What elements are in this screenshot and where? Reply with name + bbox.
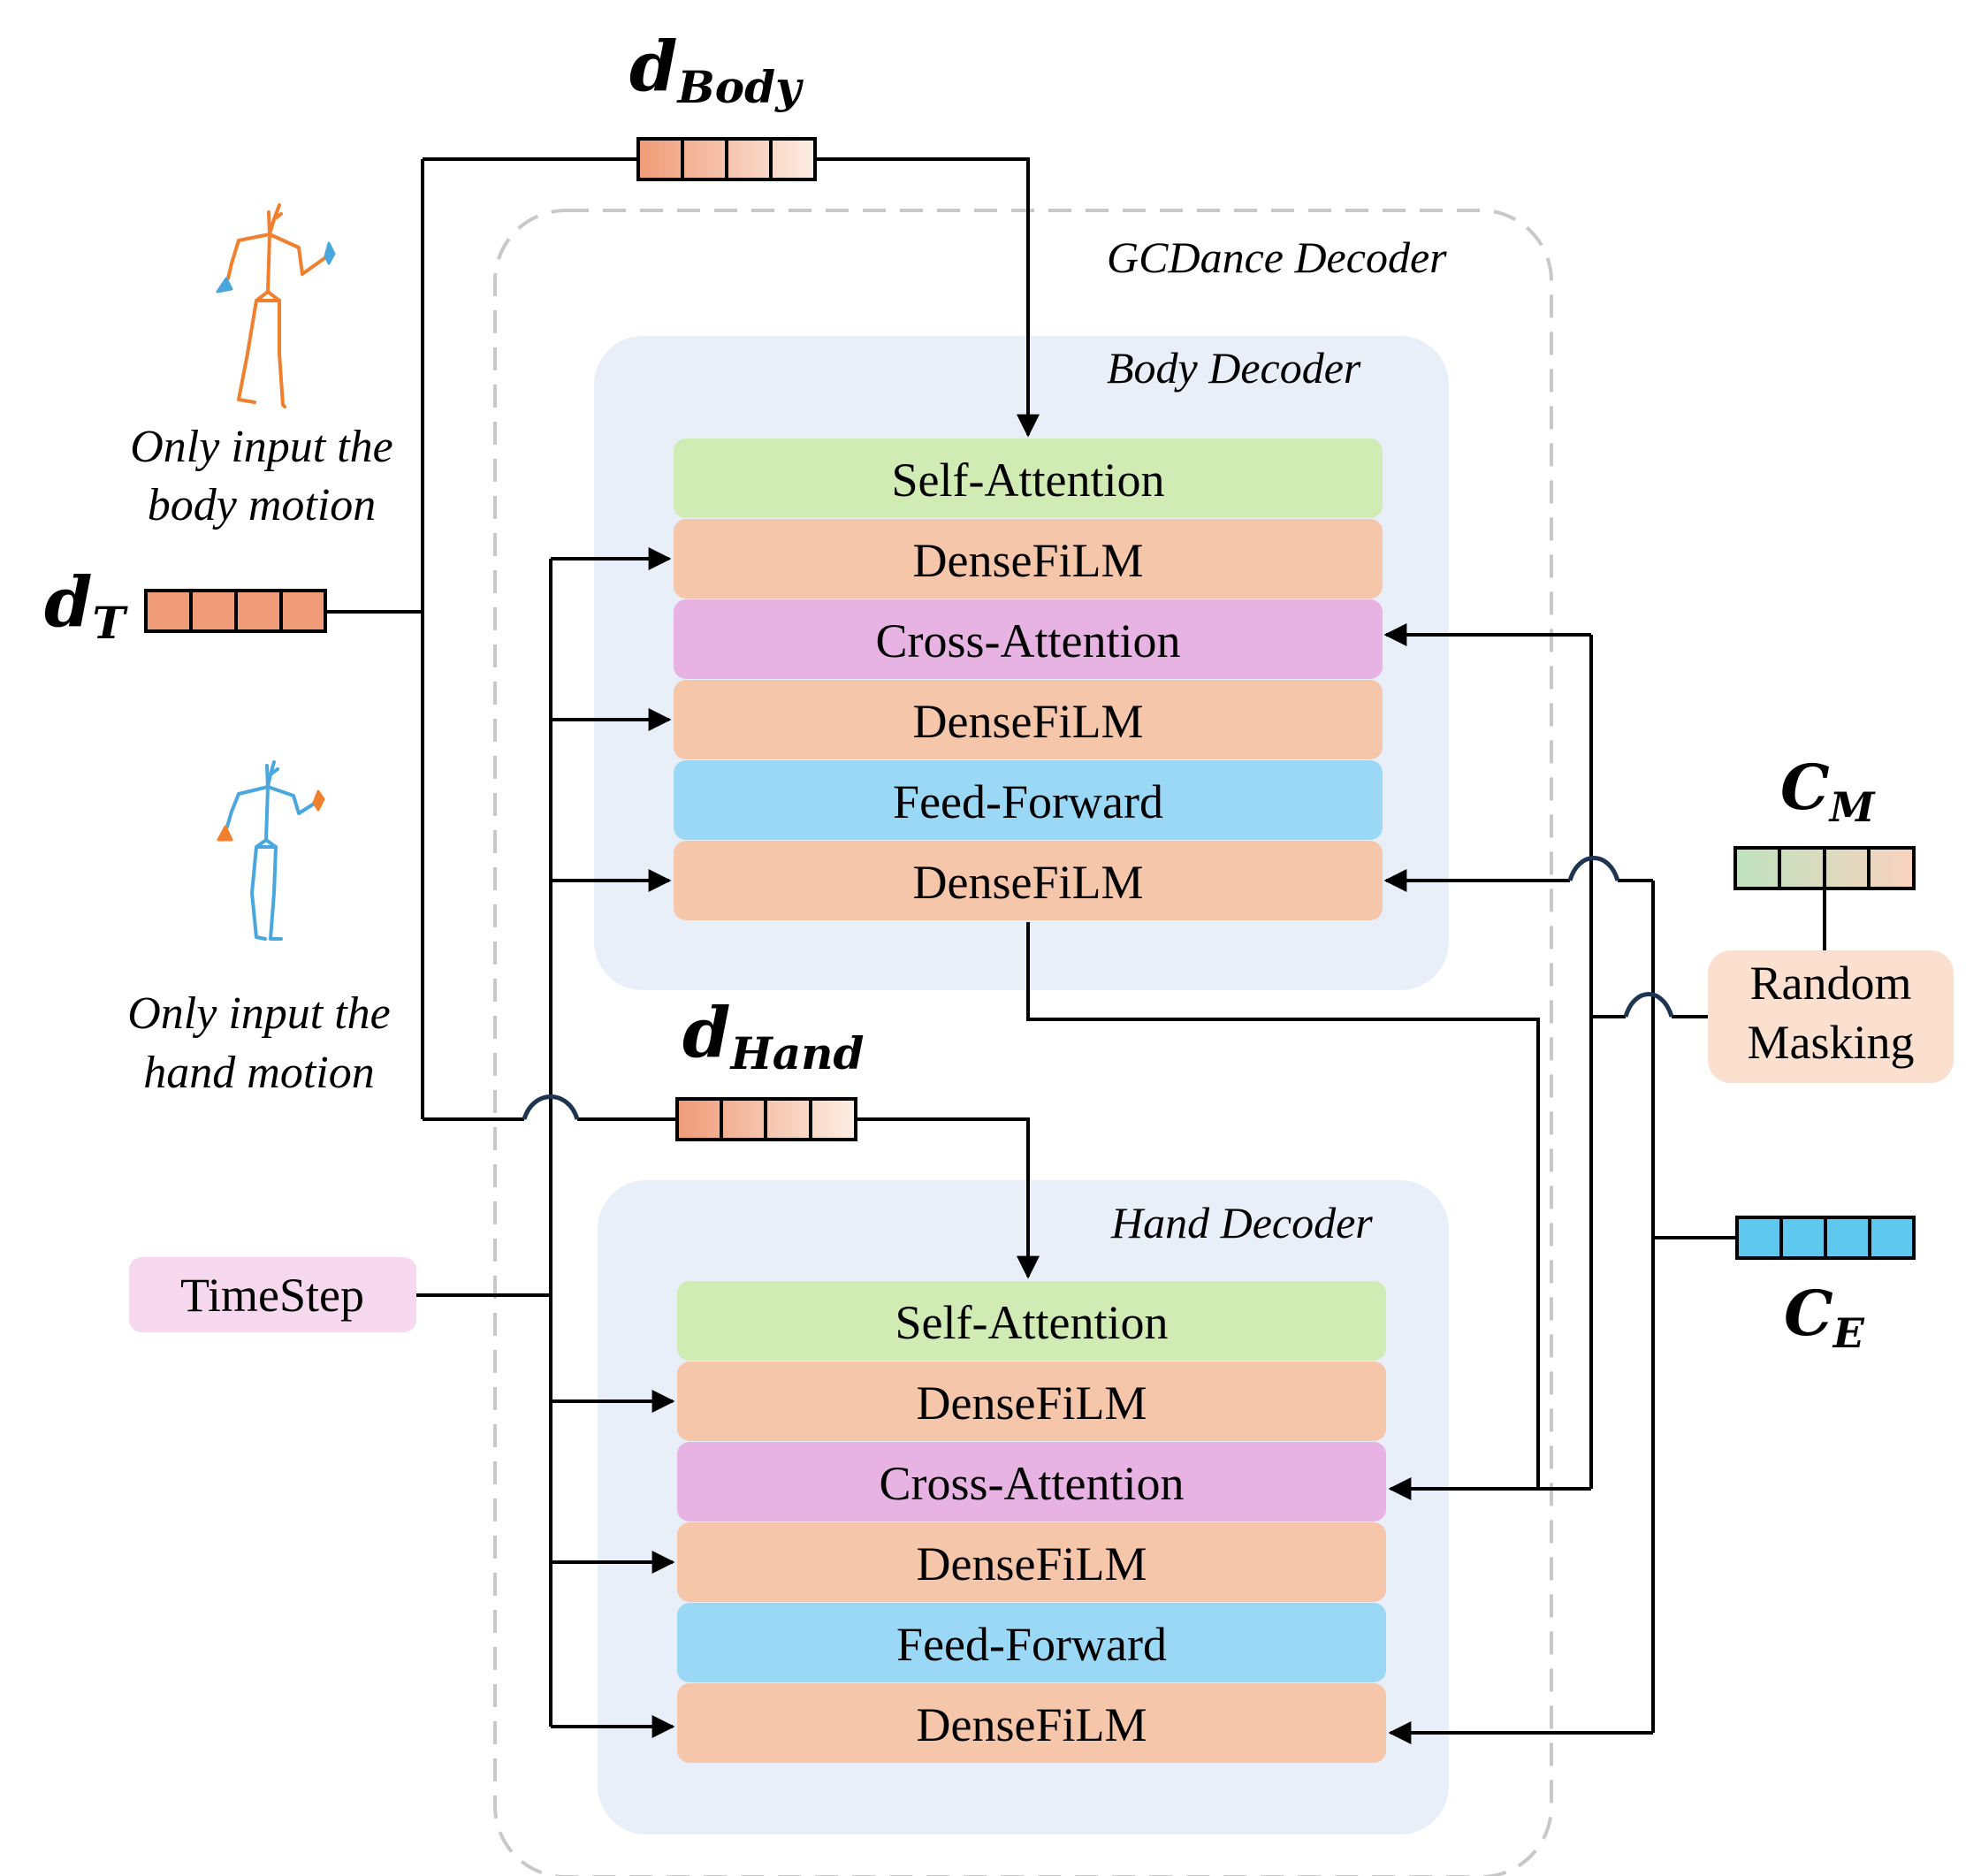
c-m-symbol: CM xyxy=(1780,751,1877,831)
body-feed-forward-label: Feed-Forward xyxy=(893,775,1163,828)
body-densefilm-layer-1 xyxy=(674,519,1383,599)
connectors xyxy=(325,157,1826,1744)
d-hand-symbol: dHand xyxy=(682,993,865,1079)
hand-decoder-label: Hand Decoder xyxy=(1110,1198,1373,1247)
d-body-vector xyxy=(636,137,817,181)
gcdance-decoder-frame xyxy=(493,209,1553,1876)
timestep-box xyxy=(129,1257,416,1332)
random-masking-label-line1: Random xyxy=(1750,957,1912,1010)
body-densefilm-label-1: DenseFiLM xyxy=(913,534,1144,587)
random-masking-box xyxy=(1708,950,1954,1083)
hand-densefilm-layer-3 xyxy=(677,1683,1386,1763)
body-caption-line2: body motion xyxy=(148,480,377,530)
hand-densefilm-label-3: DenseFiLM xyxy=(917,1698,1147,1751)
c-e-vector xyxy=(1735,1216,1916,1260)
crossing-curve-left xyxy=(522,1094,580,1120)
body-densefilm-layer-3 xyxy=(674,841,1383,920)
body-decoder-label: Body Decoder xyxy=(1107,343,1361,393)
gcdance-decoder-label: GCDance Decoder xyxy=(1107,233,1447,282)
hand-densefilm-label-1: DenseFiLM xyxy=(917,1376,1147,1430)
body-cross-attention-label: Cross-Attention xyxy=(876,614,1181,667)
hand-self-attention-layer xyxy=(677,1281,1386,1361)
hand-densefilm-layer-2 xyxy=(677,1522,1386,1602)
body-densefilm-label-3: DenseFiLM xyxy=(913,856,1144,909)
body-self-attention-layer xyxy=(674,438,1383,518)
d-t-symbol: dT xyxy=(44,562,129,649)
hand-feed-forward-layer xyxy=(677,1603,1386,1682)
body-feed-forward-layer xyxy=(674,760,1383,840)
body-motion-skeleton-icon xyxy=(216,203,336,408)
hand-densefilm-label-2: DenseFiLM xyxy=(917,1537,1147,1590)
timestep-label: TimeStep xyxy=(180,1269,364,1322)
body-caption-line1: Only input the xyxy=(130,422,393,472)
line-crossings xyxy=(522,856,1674,1120)
d-body-symbol: dBody xyxy=(629,27,804,113)
body-decoder-layers: Self-Attention DenseFiLM Cross-Attention… xyxy=(674,438,1383,920)
hand-densefilm-layer-1 xyxy=(677,1361,1386,1441)
random-masking-label-line2: Masking xyxy=(1748,1016,1915,1069)
hand-decoder-layers: Self-Attention DenseFiLM Cross-Attention… xyxy=(677,1281,1386,1763)
body-output-line xyxy=(1026,922,1540,1489)
hand-feed-forward-label: Feed-Forward xyxy=(896,1618,1167,1671)
body-densefilm-label-2: DenseFiLM xyxy=(913,695,1144,748)
hand-caption-line1: Only input the xyxy=(127,988,391,1039)
hand-cross-attention-layer xyxy=(677,1442,1386,1521)
dbody-to-body-decoder-line xyxy=(815,157,1040,438)
crossing-curve-masking xyxy=(1623,992,1674,1018)
body-densefilm-layer-2 xyxy=(674,680,1383,759)
dhand-to-hand-decoder-line xyxy=(856,1117,1040,1279)
c-e-symbol: CE xyxy=(1784,1277,1865,1357)
body-self-attention-label: Self-Attention xyxy=(892,454,1165,507)
body-cross-attention-layer xyxy=(674,599,1383,679)
hand-self-attention-label: Self-Attention xyxy=(895,1296,1169,1349)
d-hand-vector xyxy=(675,1097,857,1141)
hand-motion-skeleton-icon xyxy=(217,760,325,941)
hand-cross-attention-label: Cross-Attention xyxy=(880,1457,1185,1510)
hand-caption-line2: hand motion xyxy=(143,1048,374,1098)
c-m-vector xyxy=(1733,846,1916,890)
d-t-vector xyxy=(144,589,327,633)
crossing-curve-body-bottom xyxy=(1567,856,1620,881)
